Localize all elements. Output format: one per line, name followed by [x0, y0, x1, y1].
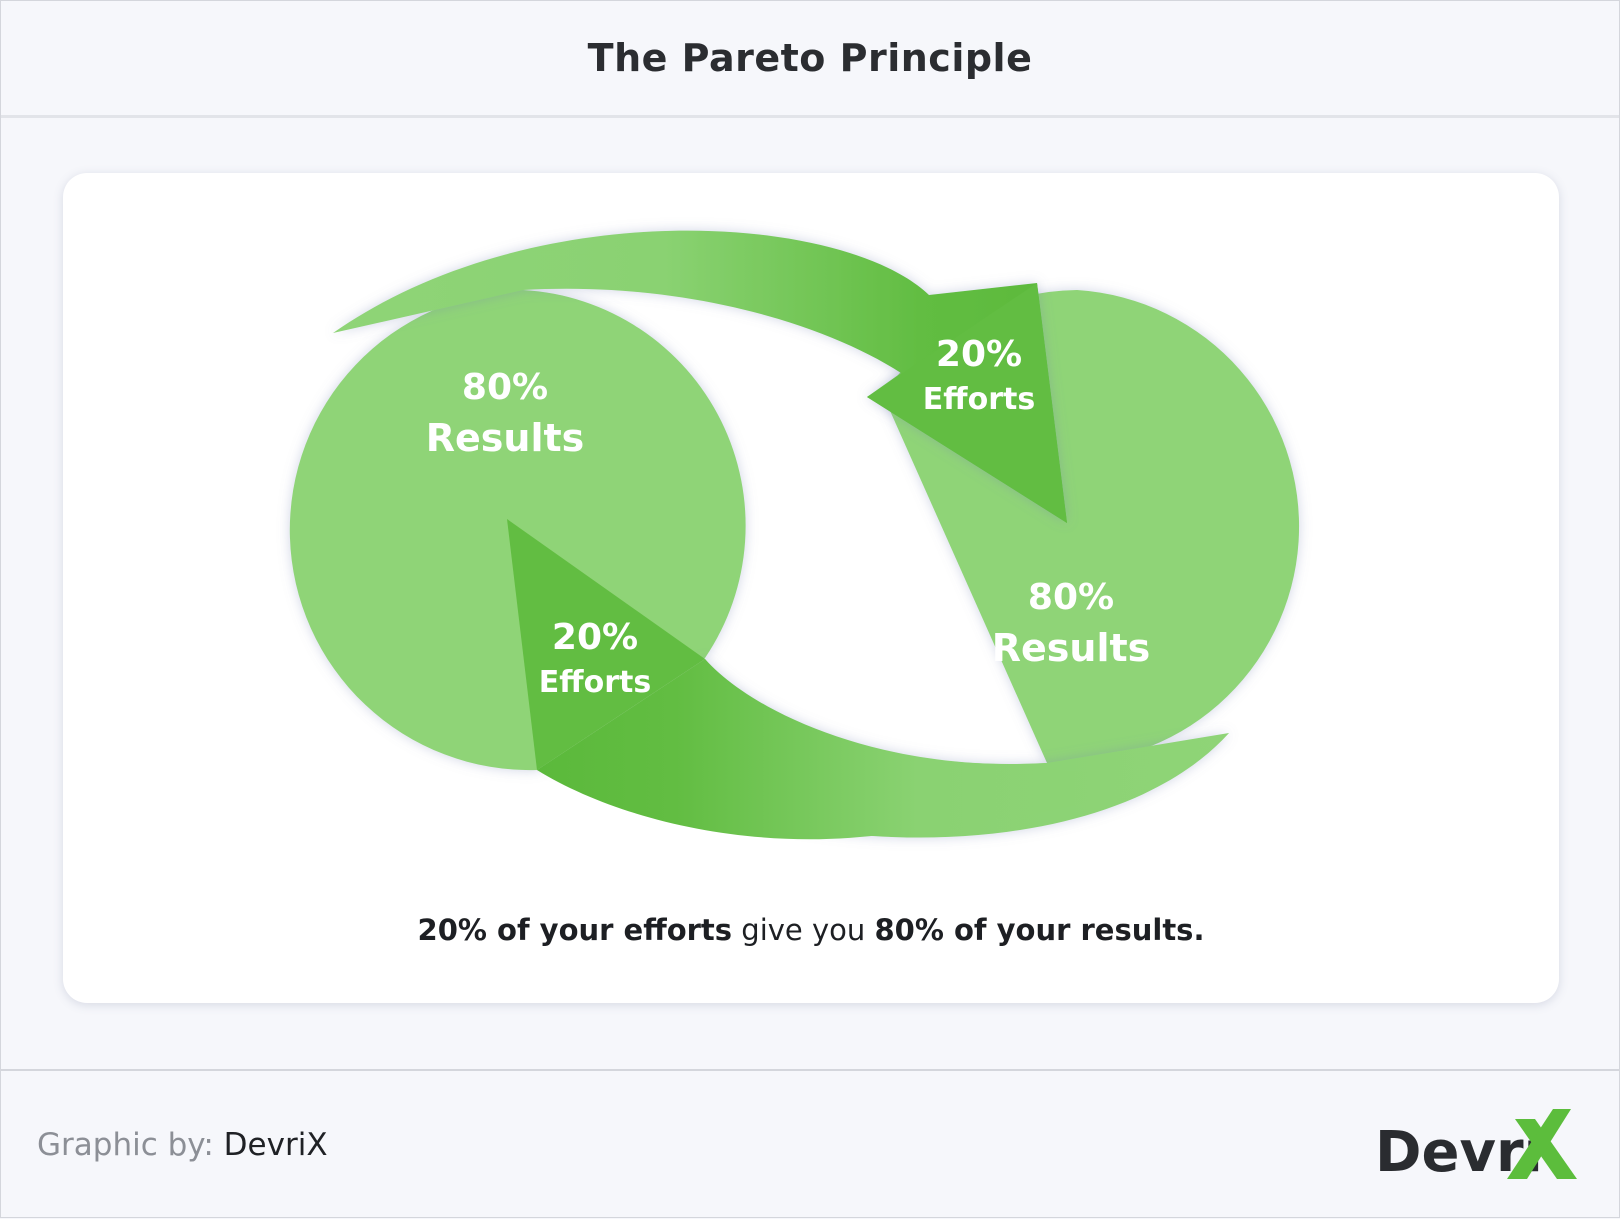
credit-name: DevriX: [223, 1127, 328, 1163]
header: The Pareto Principle: [1, 1, 1619, 118]
top-efforts-arrow-head: [867, 283, 1067, 523]
credit-label: Graphic by:: [37, 1127, 214, 1163]
pareto-cycle-diagram: 80% Results 80% Results 20% Efforts 20% …: [289, 230, 1300, 840]
caption: 20% of your efforts give you 80% of your…: [63, 913, 1559, 947]
graphic-credit: Graphic by: DevriX: [37, 1127, 328, 1163]
left-circle-percent: 80%: [462, 367, 548, 408]
top-arrow-label: Efforts: [923, 382, 1035, 417]
bottom-efforts-arrow-band-outer: [537, 659, 1229, 840]
right-circle-percent: 80%: [1028, 577, 1114, 618]
caption-efforts: 20% of your efforts: [417, 913, 733, 947]
bottom-efforts-arrow-head: [507, 519, 705, 770]
caption-results: 80% of your results.: [874, 913, 1205, 947]
logo-x-icon: [1507, 1109, 1577, 1179]
page-title: The Pareto Principle: [587, 36, 1033, 80]
diagram-card: 80% Results 80% Results 20% Efforts 20% …: [63, 173, 1559, 1003]
right-circle-label: Results: [992, 626, 1151, 670]
devrix-logo: Devri: [1375, 1109, 1577, 1185]
top-arrow-percent: 20%: [936, 334, 1022, 375]
bottom-arrow-percent: 20%: [552, 617, 638, 658]
footer: Graphic by: DevriX Devri: [1, 1069, 1619, 1219]
caption-connector: give you: [732, 913, 875, 947]
top-efforts-arrow-band: [333, 230, 1067, 523]
bottom-arrow-label: Efforts: [539, 665, 651, 700]
left-circle-label: Results: [426, 416, 585, 460]
